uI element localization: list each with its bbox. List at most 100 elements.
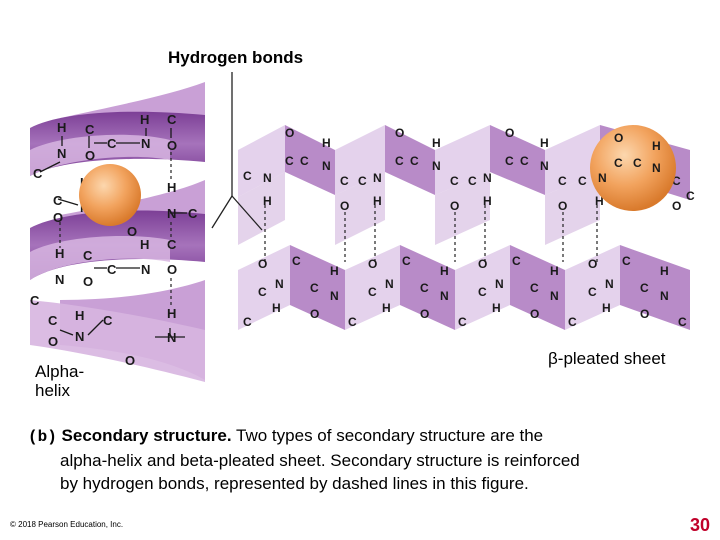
atom-label: H — [373, 194, 382, 208]
atom-label: H — [483, 194, 492, 208]
beta-strand-lower — [238, 245, 690, 330]
atom-label: C — [530, 281, 539, 295]
atom-label: N — [432, 159, 441, 173]
atom-label: N — [660, 289, 669, 303]
atom-label: O — [420, 307, 429, 321]
atom-label: C — [83, 248, 93, 263]
atom-label: H — [550, 264, 559, 278]
caption-prefix: (b) — [28, 428, 57, 446]
caption-line-3: by hydrogen bonds, represented by dashed… — [60, 474, 529, 493]
r-group-atoms: O C C H N N — [598, 131, 661, 185]
atom-label: H — [167, 180, 176, 195]
atom-label: C — [410, 154, 419, 168]
atom-label: C — [450, 174, 459, 188]
atom-label: O — [505, 126, 514, 140]
atom-label: O — [83, 274, 93, 289]
atom-label: C — [520, 154, 529, 168]
atom-label: H — [322, 136, 331, 150]
atom-label: N — [652, 161, 661, 175]
atom-label: H — [272, 301, 281, 315]
atom-label: O — [614, 131, 623, 145]
atom-label: C — [633, 156, 642, 170]
atom-label: N — [322, 159, 331, 173]
atom-label: H — [263, 194, 272, 208]
atom-label: N — [75, 329, 84, 344]
alpha-helix-label: Alpha- helix — [35, 362, 84, 400]
atom-label: O — [48, 334, 58, 349]
page-number: 30 — [690, 515, 711, 535]
atom-label: H — [75, 308, 84, 323]
atom-label: N — [275, 277, 284, 291]
atom-label: C — [85, 122, 95, 137]
atom-label: C — [614, 156, 623, 170]
atom-label: H — [57, 120, 66, 135]
atom-label: H — [492, 301, 501, 315]
atom-label: H — [140, 112, 149, 127]
atom-label: H — [432, 136, 441, 150]
atom-label: O — [258, 257, 267, 271]
atom-label: O — [53, 210, 63, 225]
helix-hydrogen-bonds — [59, 152, 172, 308]
atom-label: O — [285, 126, 294, 140]
atom-label: O — [395, 126, 404, 140]
atom-label: N — [495, 277, 504, 291]
atom-label: C — [348, 315, 357, 329]
figure-caption: (b) Secondary structure. Two types of se… — [28, 424, 688, 495]
atom-label: N — [373, 171, 382, 185]
hydrogen-bonds-label: Hydrogen bonds — [168, 48, 304, 67]
atom-label: C — [402, 254, 411, 268]
atom-label: C — [285, 154, 294, 168]
atom-label: C — [243, 315, 252, 329]
atom-label: H — [602, 301, 611, 315]
atom-label: C — [368, 285, 377, 299]
atom-label: O — [310, 307, 319, 321]
atom-label: C — [358, 174, 367, 188]
atom-label: C — [588, 285, 597, 299]
atom-label: O — [167, 262, 177, 277]
atom-label: C — [258, 285, 267, 299]
atom-label: N — [483, 171, 492, 185]
atom-label: C — [505, 154, 514, 168]
atom-label: H — [652, 139, 661, 153]
copyright-notice: © 2018 Pearson Education, Inc. — [10, 520, 124, 529]
atom-label: H — [55, 246, 64, 261]
atom-label: O — [450, 199, 459, 213]
atom-label: N — [141, 136, 150, 151]
atom-label: N — [141, 262, 150, 277]
alpha-helix — [30, 82, 205, 382]
atom-label: H — [660, 264, 669, 278]
atom-label: C — [686, 189, 695, 203]
atom-label: C — [53, 193, 63, 208]
atom-label: C — [512, 254, 521, 268]
atom-label: O — [478, 257, 487, 271]
atom-label: C — [458, 315, 467, 329]
atom-label: N — [263, 171, 272, 185]
atom-label: H — [167, 306, 176, 321]
atom-label: O — [558, 199, 567, 213]
atom-label: C — [478, 285, 487, 299]
atom-label: H — [330, 264, 339, 278]
atom-label: O — [368, 257, 377, 271]
atom-label: C — [188, 206, 198, 221]
atom-label: C — [578, 174, 587, 188]
alpha-helix-label-line1: Alpha- — [35, 362, 85, 381]
atom-label: O — [167, 138, 177, 153]
atom-label: O — [85, 148, 95, 163]
caption-line-1: (b) Secondary structure. Two types of se… — [28, 424, 688, 449]
atom-label: O — [340, 199, 349, 213]
atom-label: H — [540, 136, 549, 150]
atom-label: N — [385, 277, 394, 291]
atom-label: C — [468, 174, 477, 188]
beta-lower-atoms: O C C C N H C H N O C O C C N H C H N O … — [243, 254, 687, 329]
atom-label: H — [140, 237, 149, 252]
atom-label: C — [310, 281, 319, 295]
atom-label: C — [167, 112, 177, 127]
atom-label: C — [558, 174, 567, 188]
atom-label: C — [30, 293, 40, 308]
atom-label: C — [640, 281, 649, 295]
atom-label: C — [107, 262, 117, 277]
atom-label: O — [125, 353, 135, 368]
atom-label: N — [540, 159, 549, 173]
atom-label: C — [340, 174, 349, 188]
